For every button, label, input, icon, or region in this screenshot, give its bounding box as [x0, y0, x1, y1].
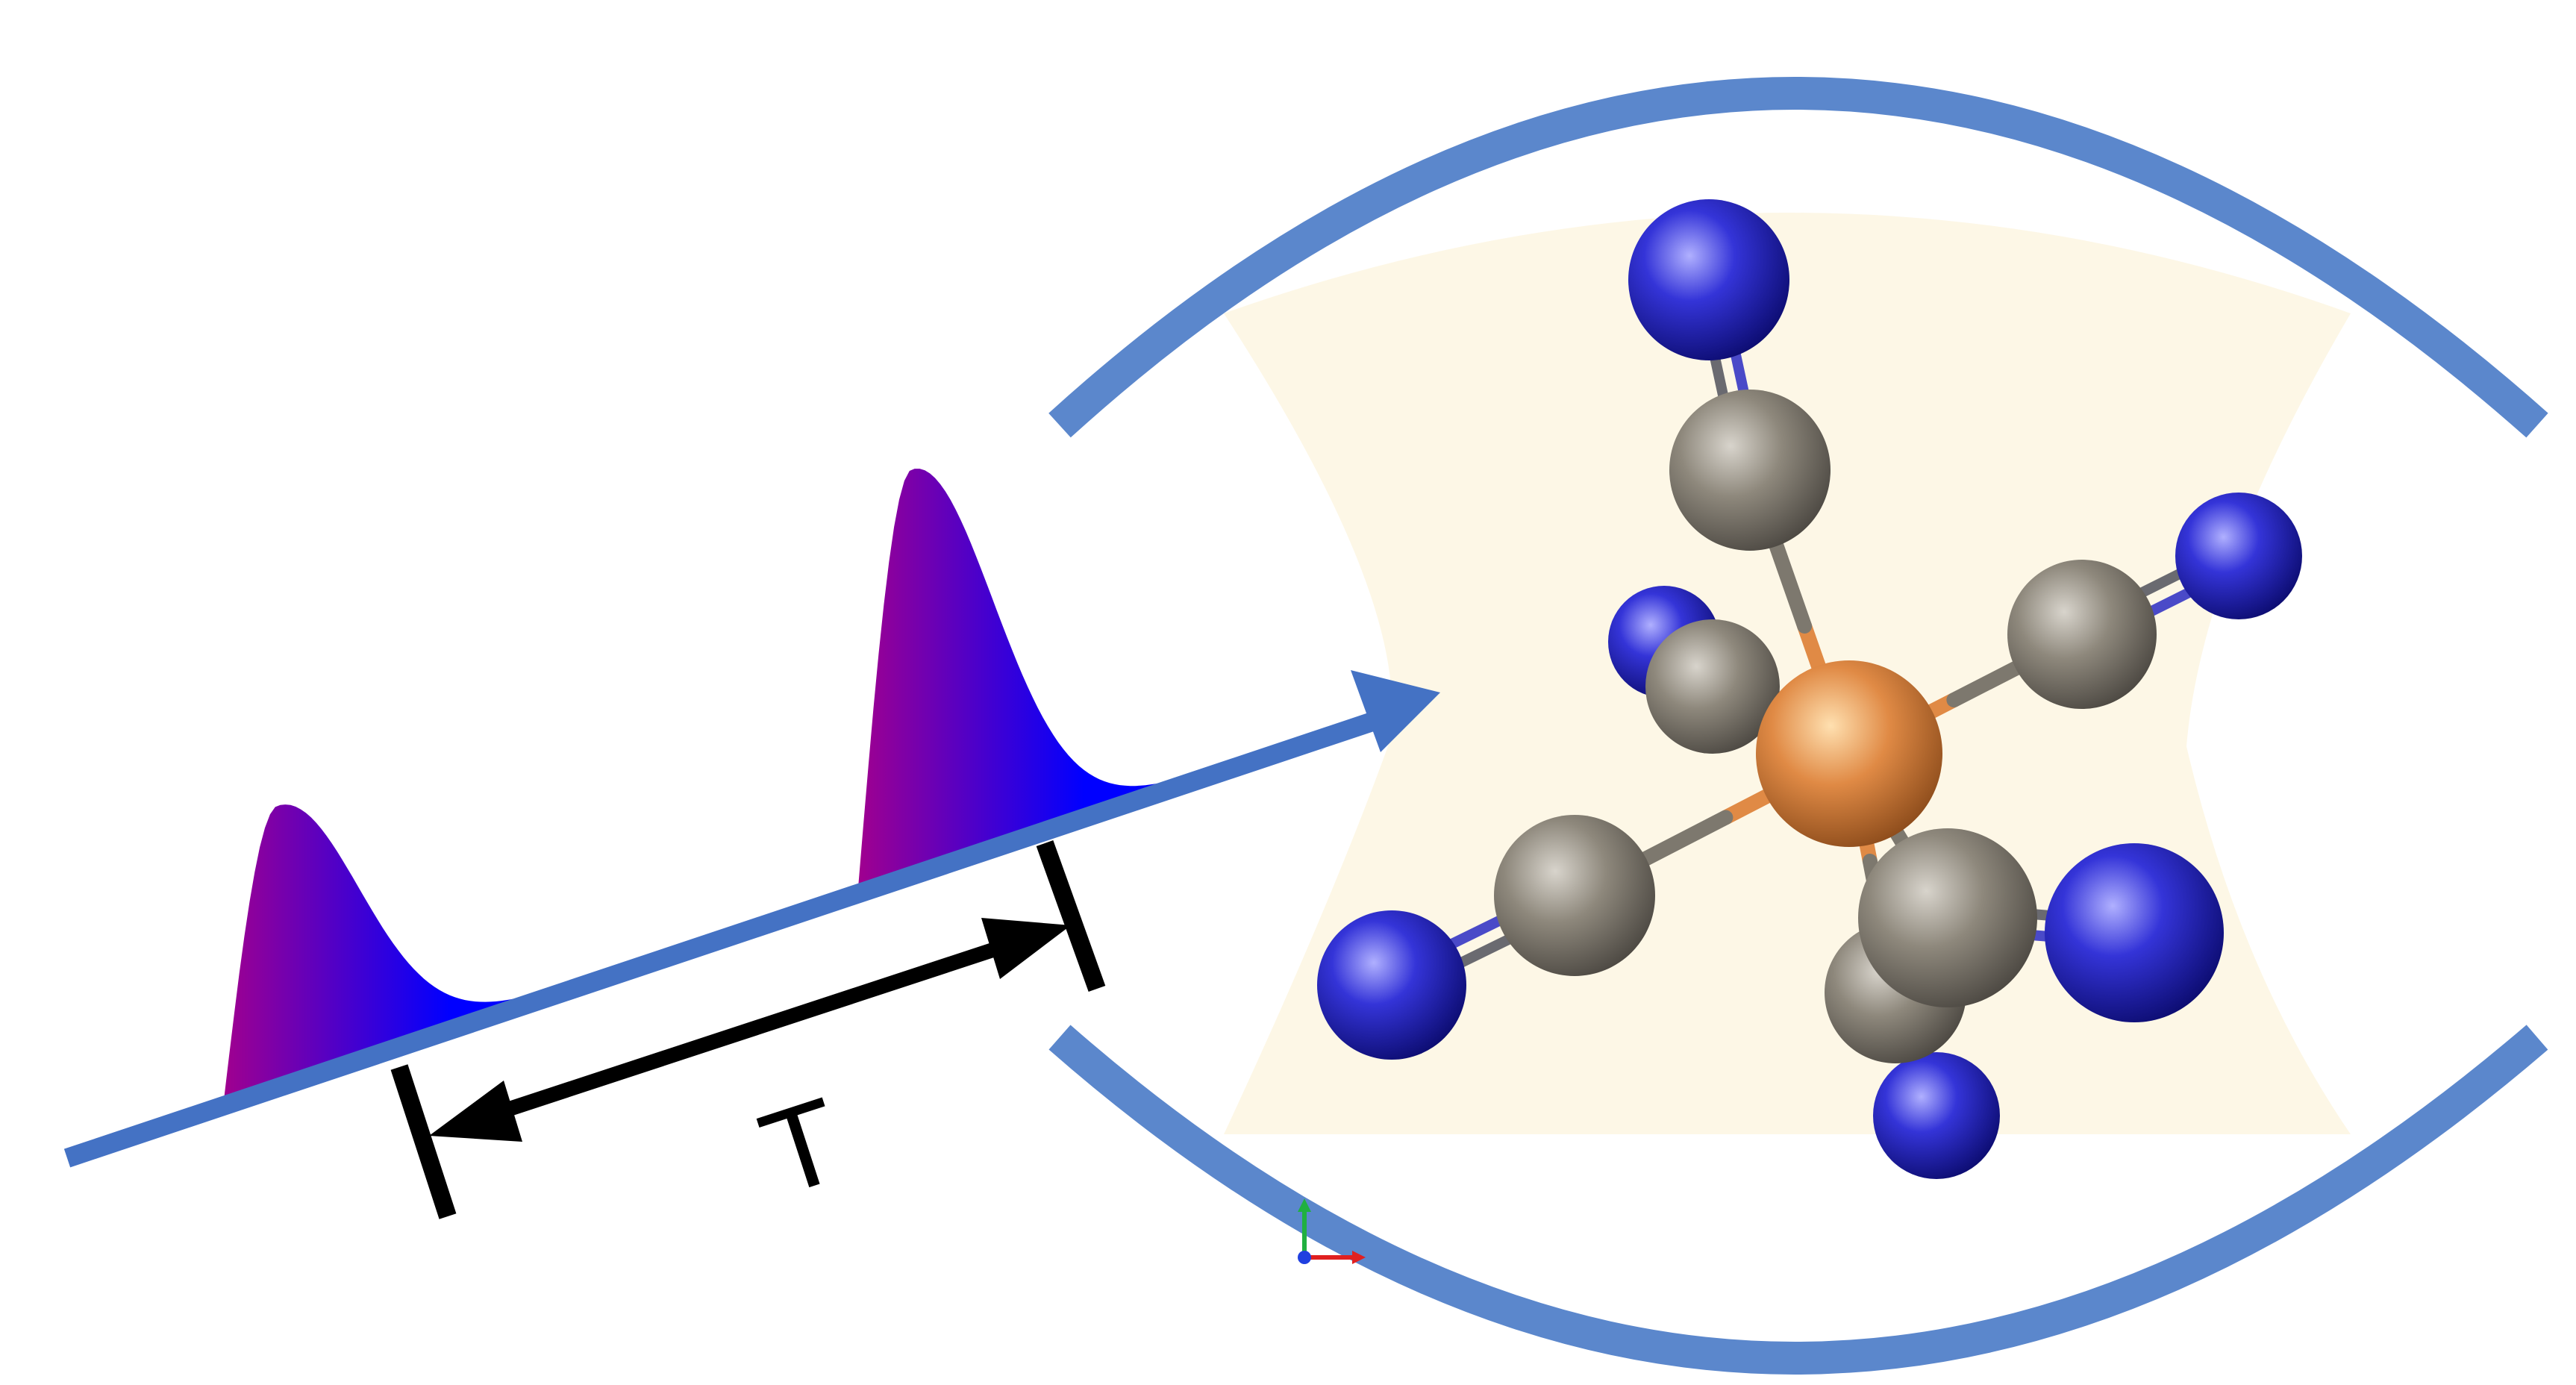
period-tick-right	[1036, 840, 1106, 992]
pulse-1	[224, 804, 634, 1106]
nitrogen-atom-4	[2045, 843, 2224, 1022]
carbon-atom-2	[2007, 560, 2157, 709]
pulse-train	[224, 469, 1269, 1106]
carbon-atom-3	[1494, 815, 1655, 976]
period-arrowhead-right	[981, 918, 1071, 979]
nitrogen-atom-3	[1317, 910, 1466, 1060]
period-arrowhead-left	[429, 1081, 522, 1142]
nitrogen-atom-1	[1628, 199, 1789, 360]
bottom-mirror	[1048, 1025, 2548, 1375]
nitrogen-atom-2	[2175, 493, 2302, 619]
top-mirror	[1048, 77, 2548, 438]
metal-atom	[1756, 660, 1942, 847]
period-tick-left	[390, 1064, 457, 1219]
period-label: T	[749, 1077, 856, 1222]
carbon-atom-5	[1645, 619, 1780, 754]
period-arrow-shaft	[475, 933, 1025, 1127]
beam-arrowhead	[1351, 670, 1440, 752]
carbon-atom-1	[1669, 390, 1831, 551]
molecule-model	[1317, 199, 2302, 1179]
nitrogen-atom-6	[1873, 1052, 2000, 1179]
carbon-atom-4	[1858, 828, 2037, 1007]
axes-icon	[1298, 1198, 1366, 1264]
beam-line	[63, 707, 1392, 1168]
